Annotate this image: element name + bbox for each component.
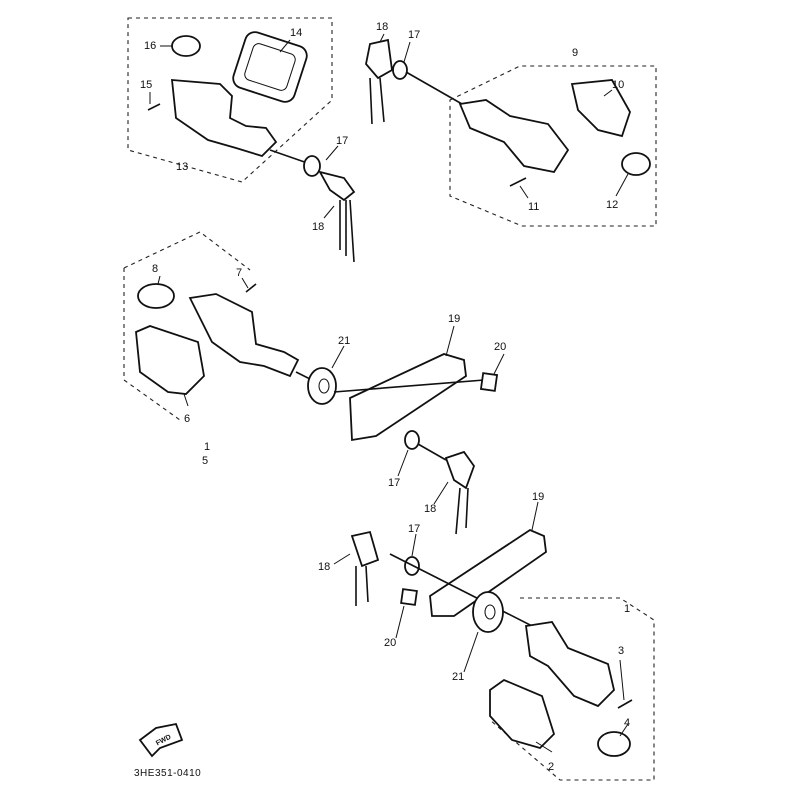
callout-18-top-right: 18: [376, 21, 388, 33]
diagram-code: 3HE351-0410: [134, 768, 201, 779]
assembly-1-boundary: [489, 597, 655, 781]
wire-harness-18-middle: [444, 450, 476, 490]
callout-19-middle: 19: [448, 313, 460, 325]
lens-14-inner: [244, 43, 296, 91]
housing-5: [188, 293, 300, 378]
shaft-9: [405, 71, 463, 105]
shaft-lower: [389, 553, 541, 631]
callout-14: 14: [290, 27, 302, 39]
assembly-13-group: [127, 17, 356, 263]
assembly-1-group: [350, 528, 655, 781]
washer-21-middle-hole: [318, 378, 330, 394]
wire-harness-18-lower: [350, 530, 380, 568]
callout-21-lower: 21: [452, 671, 464, 683]
assembly-5-group: [123, 231, 337, 421]
screw-7: [245, 283, 257, 293]
wire-harness-18-top-left: [318, 170, 356, 202]
callout-17-lower: 17: [408, 523, 420, 535]
screw-3: [617, 699, 633, 709]
bracket-19-group: [333, 353, 499, 535]
callout-21-middle: 21: [338, 335, 350, 347]
callout-13: 13: [176, 161, 188, 173]
lens-6: [135, 325, 205, 395]
lens-14: [232, 31, 308, 103]
callout-18-middle: 18: [424, 503, 436, 515]
callout-5-top: 1: [204, 441, 210, 453]
screw-15: [147, 103, 161, 111]
wire-leads-18-middle: [455, 487, 469, 535]
washer-21-middle: [307, 367, 337, 405]
callout-10: 10: [612, 79, 624, 91]
callout-11: 11: [528, 201, 539, 213]
callout-17-middle: 17: [388, 477, 400, 489]
washer-21-lower-hole: [484, 604, 496, 620]
assembly-5-boundary: [123, 231, 251, 421]
callout-1: 1: [624, 603, 630, 615]
callout-7: 7: [236, 267, 242, 279]
callout-17-top-left: 17: [336, 135, 348, 147]
bulb-8: [137, 283, 175, 309]
callout-20-middle: 20: [494, 341, 506, 353]
forward-direction-badge: FWD: [138, 722, 184, 758]
callout-labels: 16 14 15 13 17 18 18 17 9 10 11 12 8 7 6…: [140, 21, 630, 773]
bracket-19-upper: [349, 353, 467, 442]
lens-10: [570, 79, 631, 138]
bulb-16: [171, 35, 201, 57]
wire-middle: [417, 443, 447, 461]
callout-8: 8: [152, 263, 158, 275]
nut-20-upper: [479, 372, 499, 392]
assembly-9-group: [365, 38, 657, 227]
assembly-13-boundary: [127, 17, 333, 183]
grommet-17-middle: [404, 430, 420, 450]
bulb-12: [621, 152, 651, 176]
leader-lines: [149, 33, 629, 753]
wire-harness-18-top-right: [365, 38, 393, 80]
wire-leads-18-lower: [355, 565, 369, 606]
housing-13: [170, 79, 278, 158]
callout-12: 12: [606, 199, 618, 211]
forward-arrow-icon: [138, 722, 184, 758]
grommet-17-top-left: [303, 155, 321, 177]
callout-6: 6: [184, 413, 190, 425]
bracket-19-lower: [429, 528, 547, 617]
bulb-4: [597, 731, 631, 757]
screw-11: [509, 177, 527, 187]
callout-20-lower: 20: [384, 637, 396, 649]
lens-2: [489, 678, 556, 750]
callout-18-top-left: 18: [312, 221, 324, 233]
wire-leads-18-top-right: [369, 77, 385, 125]
housing-1: [524, 621, 615, 708]
assembly-9-boundary: [449, 65, 657, 227]
washer-21-lower: [472, 591, 504, 633]
nut-20-lower: [400, 588, 418, 606]
callout-9: 9: [572, 47, 578, 59]
grommet-17-top-right: [392, 60, 408, 80]
shaft-middle: [333, 379, 485, 393]
callout-16: 16: [144, 40, 156, 52]
callout-15: 15: [140, 79, 152, 91]
callout-17-top-right: 17: [408, 29, 420, 41]
housing-9: [458, 99, 570, 174]
callout-3: 3: [618, 645, 624, 657]
callout-4: 4: [624, 717, 630, 729]
callout-19-lower: 19: [532, 491, 544, 503]
callout-2: 2: [548, 761, 554, 773]
callout-18-lower: 18: [318, 561, 330, 573]
wire-leads-18-top-left: [339, 199, 355, 263]
callout-5: 5: [202, 455, 208, 467]
